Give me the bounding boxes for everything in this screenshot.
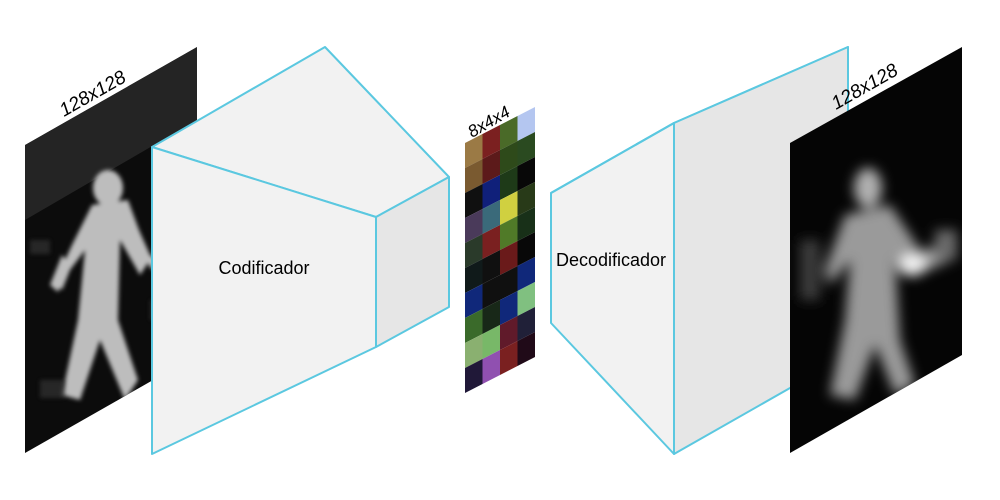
decoder-front-face	[550, 122, 675, 455]
latent-cell	[500, 316, 518, 350]
latent-cell	[500, 291, 518, 325]
latent-cell	[517, 307, 535, 341]
latent-code: 8x4x4	[465, 102, 535, 393]
latent-cell	[482, 175, 500, 209]
latent-grid	[465, 107, 535, 393]
latent-cell	[465, 159, 483, 193]
latent-cell	[465, 284, 483, 318]
latent-cell	[482, 225, 500, 259]
latent-cell	[482, 350, 500, 384]
latent-cell	[500, 266, 518, 300]
encoder-label: Codificador	[218, 258, 309, 278]
latent-cell	[517, 132, 535, 166]
latent-cell	[465, 234, 483, 268]
latent-cell	[517, 107, 535, 141]
latent-cell	[482, 300, 500, 334]
latent-cell	[500, 191, 518, 225]
latent-cell	[482, 275, 500, 309]
encoder-front-face	[151, 146, 377, 455]
latent-cell	[465, 134, 483, 168]
latent-cell	[465, 209, 483, 243]
latent-cell	[500, 116, 518, 150]
latent-cell	[517, 182, 535, 216]
latent-cell	[465, 309, 483, 343]
latent-cell	[482, 325, 500, 359]
latent-cell	[500, 141, 518, 175]
latent-cell	[517, 332, 535, 366]
latent-cell	[465, 334, 483, 368]
latent-cell	[500, 166, 518, 200]
latent-cell	[465, 259, 483, 293]
decoder-label: Decodificador	[556, 250, 666, 270]
latent-cell	[482, 150, 500, 184]
latent-cell	[517, 207, 535, 241]
latent-cell	[465, 184, 483, 218]
latent-cell	[465, 359, 483, 393]
latent-cell	[517, 232, 535, 266]
latent-cell	[517, 282, 535, 316]
latent-cell	[517, 157, 535, 191]
latent-cell	[500, 216, 518, 250]
latent-cell	[517, 257, 535, 291]
encoder-block: Codificador	[151, 46, 450, 455]
latent-cell	[500, 341, 518, 375]
latent-cell	[482, 200, 500, 234]
latent-cell	[500, 241, 518, 275]
latent-cell	[482, 125, 500, 159]
latent-cell	[482, 250, 500, 284]
